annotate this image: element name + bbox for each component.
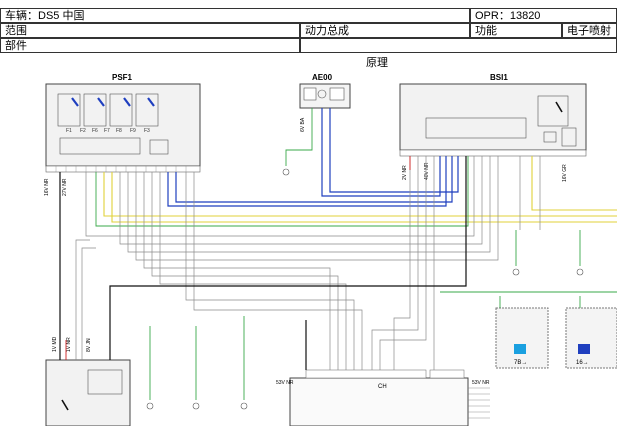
right-module: 16→ [565, 307, 617, 369]
bsi1-label: BSI1 [490, 73, 508, 82]
function-value: 电子喷射 [567, 25, 611, 37]
bottom-left-module: 1V MD 1V NR 8V JN [45, 336, 131, 426]
svg-text:F9: F9 [130, 128, 136, 134]
scope-label: 范围 [5, 25, 27, 37]
psf1-conn-27v: 27V NR [62, 178, 68, 196]
vehicle-text: 车辆：DS5 中国 [5, 10, 85, 22]
ae00-module: AE00 6V BA [299, 73, 351, 132]
bl-conn-1v-md: 1V MD [52, 336, 58, 352]
wire-harness [59, 108, 617, 400]
header-table: 车辆：DS5 中国 OPR：13820 范围 动力总成 功能 电子喷射 部件 [0, 0, 617, 56]
svg-text:F2: F2 [80, 128, 86, 134]
bsi1-conn-16v: 16V GR [562, 164, 568, 182]
vehicle-cell: 车辆：DS5 中国 [0, 8, 470, 23]
ae00-label: AE00 [312, 73, 333, 82]
esp-number: 7B→ [514, 360, 527, 366]
bsi1-conn-2v: 2V NR [402, 165, 408, 180]
ch-conn-left: 53V NR [276, 380, 294, 386]
ch-label: CH [378, 384, 387, 390]
bl-conn-8v-jn: 8V JN [86, 338, 92, 352]
bsi1-module: BSI1 2V NR 40V NR 16V GR [399, 73, 587, 182]
scope-cell: 范围 [0, 23, 300, 38]
scope-value-cell: 动力总成 [300, 23, 470, 38]
ae00-conn-label: 6V BA [300, 117, 306, 132]
part-label: 部件 [5, 40, 27, 52]
psf1-conn-16v: 16V NR [44, 178, 50, 196]
psf1-module: PSF1 F1 F2 F6 F7 F8 F9 F3 [44, 73, 201, 196]
bl-conn-1v-nr: 1V NR [66, 337, 72, 352]
function-label: 功能 [475, 25, 497, 37]
psf1-label: PSF1 [112, 73, 133, 82]
ch-conn-right: 53V NR [472, 380, 490, 386]
ground-symbols [146, 168, 584, 410]
scope-value: 动力总成 [305, 25, 349, 37]
ch-module: CH 53V NR 53V NR [276, 369, 490, 426]
part-cell: 部件 [0, 38, 300, 53]
bsi1-conn-40v: 40V NR [424, 162, 430, 180]
svg-text:F3: F3 [144, 128, 150, 134]
right-number: 16→ [576, 360, 589, 366]
svg-text:F8: F8 [116, 128, 122, 134]
opr-text: OPR：13820 [475, 10, 541, 22]
svg-text:F1: F1 [66, 128, 72, 134]
section-title: 原理 [366, 56, 388, 69]
esp-module: 7B→ [495, 307, 549, 369]
svg-text:F7: F7 [104, 128, 110, 134]
svg-text:F6: F6 [92, 128, 98, 134]
function-cell: 功能 [470, 23, 562, 38]
